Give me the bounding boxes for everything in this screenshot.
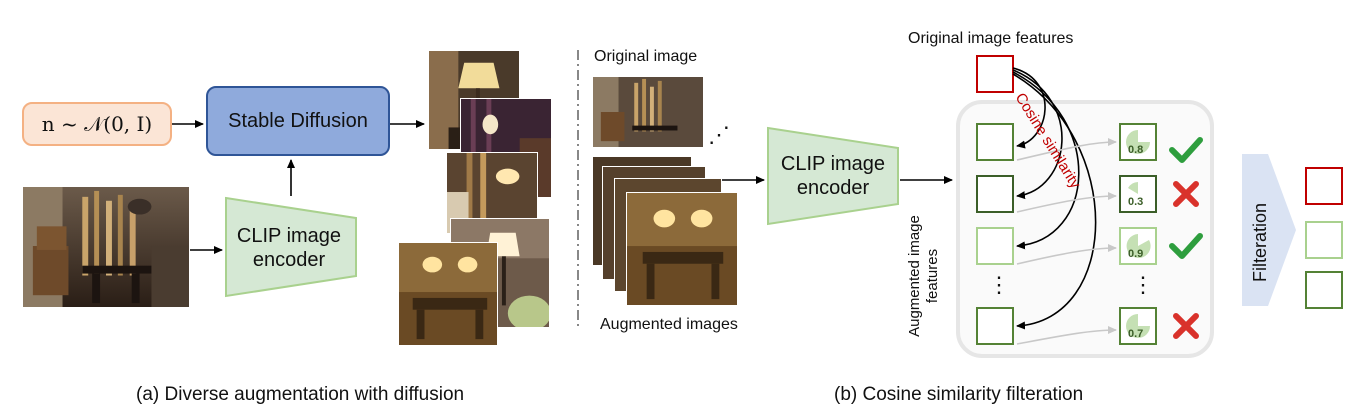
score-box-1 — [1119, 123, 1157, 161]
clip-encoder-a-line2: encoder — [252, 249, 326, 271]
thumb-ellipsis: ⋰ — [708, 122, 730, 147]
clip-encoder-a-line1: CLIP image — [236, 225, 342, 247]
score-label-3: 0.9 — [1128, 248, 1144, 260]
noise-label: n ~ 𝒩(0, I) — [41, 112, 153, 136]
gray-arrow-2 — [1016, 192, 1117, 213]
output-original-box — [1305, 167, 1343, 205]
cos-arrow-1 — [1012, 67, 1046, 149]
gray-arrow-3 — [1016, 244, 1117, 265]
score-label-4: 0.7 — [1128, 328, 1144, 340]
scores-vdots: ⋮ — [1132, 272, 1154, 297]
original-feature-box — [976, 55, 1014, 93]
augmented-stack-4 — [626, 192, 738, 306]
cos-arrow-2 — [1012, 69, 1063, 200]
caption-b: (b) Cosine similarity filteration — [834, 384, 1084, 405]
filteration-label: Filteration — [1250, 202, 1270, 282]
aug-feature-box-2 — [976, 175, 1014, 213]
cross-icon-2 — [1173, 313, 1199, 339]
score-box-3 — [1119, 227, 1157, 265]
stable-diffusion-label: Stable Diffusion — [228, 109, 368, 132]
noise-input-box: n ~ 𝒩(0, I) — [22, 102, 172, 146]
clip-encoder-b-label: CLIP image encoder — [772, 152, 894, 200]
augmented-features-line1: Augmented image — [906, 215, 923, 337]
aug-feature-box-3 — [976, 227, 1014, 265]
cross-icon-1 — [1173, 181, 1199, 207]
cos-arrow-3 — [1012, 71, 1080, 250]
clip-encoder-b-line1: CLIP image — [780, 153, 886, 175]
filteration-arrow — [1242, 154, 1296, 306]
caption-a: (a) Diverse augmentation with diffusion — [136, 384, 465, 405]
clip-encoder-a-label: CLIP image encoder — [234, 224, 344, 272]
gray-arrow-1 — [1016, 138, 1117, 161]
output-aug-box-2 — [1305, 271, 1343, 309]
output-aug-box-1 — [1305, 221, 1343, 259]
aug-features-vdots: ⋮ — [988, 272, 1010, 297]
stable-diffusion-box: Stable Diffusion — [206, 86, 390, 156]
augmented-features-label: Augmented image features — [906, 196, 942, 356]
clip-encoder-a — [225, 196, 357, 298]
augmented-images-label: Augmented images — [600, 316, 738, 333]
score-label-1: 0.8 — [1128, 144, 1144, 156]
clip-encoder-b — [767, 126, 899, 226]
augmented-features-line2: features — [924, 248, 941, 304]
score-label-2: 0.3 — [1128, 196, 1144, 208]
check-icon-1 — [1169, 137, 1203, 163]
original-image-thumb — [592, 76, 704, 148]
original-features-label: Original image features — [908, 30, 1074, 47]
check-icon-2 — [1169, 233, 1203, 259]
score-box-4 — [1119, 307, 1157, 345]
original-image-left — [22, 186, 190, 308]
aug-feature-box-4 — [976, 307, 1014, 345]
cos-arrow-4 — [1012, 73, 1097, 330]
aug-feature-box-1 — [976, 123, 1014, 161]
original-image-label: Original image — [594, 48, 698, 65]
generated-image-5 — [398, 242, 498, 346]
gray-arrow-4 — [1016, 326, 1117, 345]
score-box-2 — [1119, 175, 1157, 213]
clip-encoder-b-line2: encoder — [796, 177, 870, 199]
